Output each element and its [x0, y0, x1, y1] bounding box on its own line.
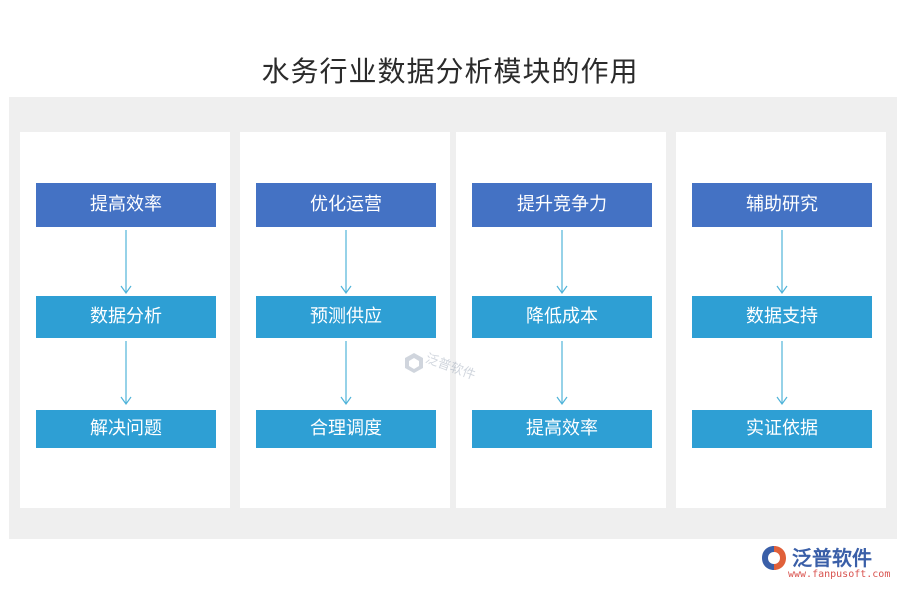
fanpu-logo-icon	[405, 353, 423, 373]
diagram-title: 水务行业数据分析模块的作用	[261, 55, 639, 88]
column-1-end-box: 解决问题	[36, 410, 216, 448]
watermark-text: 泛普软件	[423, 351, 478, 384]
column-3-end-box: 提高效率	[472, 410, 652, 448]
watermark: 泛普软件	[403, 348, 489, 388]
column-4-head-box: 辅助研究	[692, 183, 872, 227]
arrow-down-icon	[120, 341, 132, 406]
column-2-end-box: 合理调度	[256, 410, 436, 448]
arrow-down-icon	[776, 230, 788, 295]
column-4-end-box: 实证依据	[692, 410, 872, 448]
arrow-down-icon	[120, 230, 132, 295]
arrow-down-icon	[776, 341, 788, 406]
arrow-down-icon	[556, 341, 568, 406]
column-1: 提高效率 数据分析 解决问题	[20, 132, 230, 508]
arrow-down-icon	[556, 230, 568, 295]
brand-name: 泛普软件	[792, 546, 872, 570]
column-1-mid-box: 数据分析	[36, 296, 216, 338]
brand-logo: 泛普软件 www.fanpusoft.com	[758, 542, 891, 586]
column-3-mid-box: 降低成本	[472, 296, 652, 338]
column-2-head-box: 优化运营	[256, 183, 436, 227]
column-4: 辅助研究 数据支持 实证依据	[676, 132, 886, 508]
column-2-mid-box: 预测供应	[256, 296, 436, 338]
fanpu-logo-icon	[762, 546, 786, 570]
column-4-mid-box: 数据支持	[692, 296, 872, 338]
column-1-head-box: 提高效率	[36, 183, 216, 227]
arrow-down-icon	[340, 230, 352, 295]
arrow-down-icon	[340, 341, 352, 406]
column-2: 优化运营 预测供应 合理调度	[240, 132, 450, 508]
column-3: 提升竞争力 降低成本 提高效率	[456, 132, 666, 508]
column-3-head-box: 提升竞争力	[472, 183, 652, 227]
brand-url: www.fanpusoft.com	[788, 569, 891, 580]
